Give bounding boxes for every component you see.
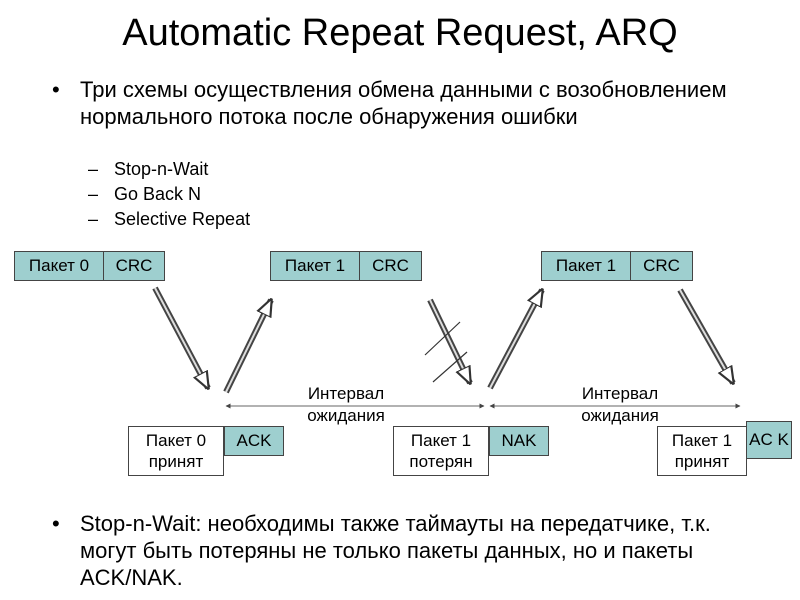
- received-status-1: Пакет 1 потерян: [393, 426, 489, 476]
- loss-cross-marks: [424, 321, 468, 383]
- interval-label-2: Интервал ожидания: [581, 384, 659, 425]
- sent-packet-1: Пакет 1: [270, 251, 360, 281]
- sent-packet-2: Пакет 1: [541, 251, 631, 281]
- intro-bullet: • Три схемы осуществления обмена данными…: [52, 76, 752, 158]
- reply-ack-2: AC K: [746, 421, 792, 459]
- received-status-0: Пакет 0 принят: [128, 426, 224, 476]
- reply-ack-0: ACK: [224, 426, 284, 456]
- slide-title: Automatic Repeat Request, ARQ: [122, 12, 678, 54]
- sent-packet-0: Пакет 0: [14, 251, 104, 281]
- received-status-2: Пакет 1 принят: [657, 426, 747, 476]
- dash-marker: –: [88, 209, 99, 229]
- sent-crc-2: CRC: [630, 251, 693, 281]
- ack-arrow: [223, 300, 274, 394]
- note-text: Stop-n-Wait: необходимы также таймауты н…: [80, 511, 711, 590]
- reply-nak-1: NAK: [489, 426, 549, 456]
- intro-text: Три схемы осуществления обмена данными с…: [80, 77, 727, 129]
- bullet-marker: •: [52, 77, 60, 102]
- scheme-label: Selective Repeat: [114, 209, 251, 229]
- sent-crc-0: CRC: [103, 251, 165, 281]
- nak-arrow: [487, 290, 545, 390]
- dash-marker: –: [88, 184, 99, 204]
- scheme-label: Go Back N: [114, 184, 202, 204]
- resend-arrow: [677, 288, 736, 383]
- scheme-label: Stop-n-Wait: [114, 159, 209, 179]
- dash-marker: –: [88, 159, 99, 179]
- bullet-marker: •: [52, 511, 60, 536]
- interval-label-1: Интервал ожидания: [307, 384, 385, 425]
- packet-0-arrow: [152, 286, 211, 388]
- lost-packet-arrow: [427, 298, 473, 383]
- note-bullet: • Stop-n-Wait: необходимы также таймауты…: [52, 510, 752, 592]
- sent-crc-1: CRC: [359, 251, 422, 281]
